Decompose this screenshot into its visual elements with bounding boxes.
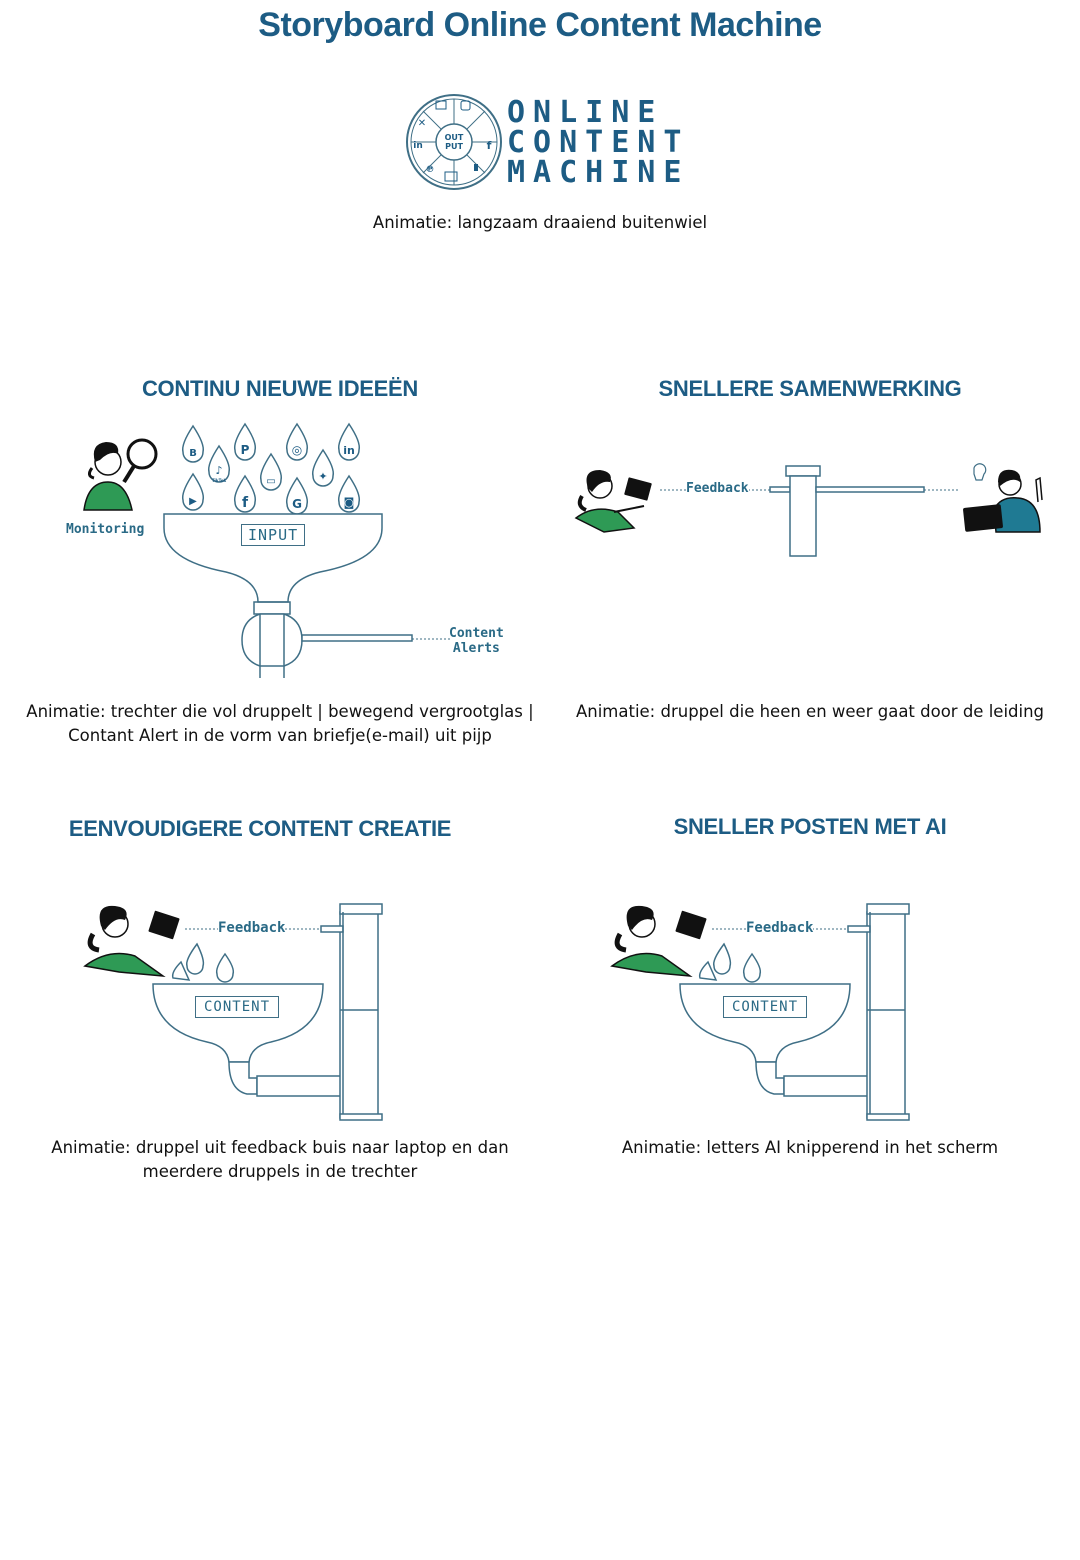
tiktok-icon: ♪	[215, 464, 222, 477]
magnifier-icon	[126, 438, 158, 470]
drop-pinterest	[233, 422, 257, 461]
x-icon: ✕	[418, 118, 426, 129]
drop-chat	[259, 452, 283, 491]
collab-feedback-label: Feedback	[686, 481, 749, 496]
drop-dribbble	[285, 422, 309, 461]
intro-caption: Animatie: langzaam draaiend buitenwiel	[372, 213, 708, 232]
facebook-icon: f	[487, 139, 492, 152]
facebook-icon: f	[242, 495, 249, 511]
twitter-icon: ✦	[318, 470, 327, 483]
content-alerts-line1: Content	[449, 626, 504, 641]
logo-center-top: OUT	[445, 133, 464, 142]
logo-line-machine: MACHINE	[507, 155, 690, 190]
logo-wheel: ✕ in ℗ f OUT PUT	[406, 94, 502, 190]
laptop-icon	[624, 477, 652, 501]
input-funnel	[163, 513, 450, 678]
pinterest-icon: ℗	[426, 165, 435, 175]
ai-machine	[610, 903, 910, 1121]
tablet-icon	[963, 504, 1003, 532]
ai-feedback-label: Feedback	[746, 920, 814, 936]
instagram-icon: ◙	[344, 496, 355, 509]
creation-content-label: CONTENT	[195, 996, 280, 1018]
linkedin-icon: in	[343, 444, 355, 457]
drop-facebook	[233, 474, 257, 513]
creation-feedback-label: Feedback	[218, 920, 286, 936]
google-icon: G	[292, 497, 302, 511]
collab-woman-illustration	[574, 470, 652, 533]
linkedin-icon: in	[413, 141, 423, 151]
ideas-caption-line2: Contant Alert in de vorm van briefje(e-m…	[68, 726, 492, 745]
drop-linkedin	[337, 422, 361, 461]
ideas-caption-line1: Animatie: trechter die vol druppelt | be…	[26, 702, 534, 721]
creation-caption: Animatie: druppel uit feedback buis naar…	[40, 1136, 520, 1184]
drop-instagram	[337, 474, 361, 513]
ai-content-label: CONTENT	[723, 996, 808, 1018]
drop-blogger	[181, 424, 205, 463]
collab-heading: SNELLERE SAMENWERKING	[658, 376, 962, 401]
collab-man-illustration	[963, 463, 1043, 533]
newsletter-icon	[435, 100, 447, 110]
logo-center-bottom: PUT	[445, 142, 463, 151]
chart-icon	[474, 164, 478, 171]
ideas-caption: Animatie: trechter die vol druppelt | be…	[20, 700, 540, 748]
monitoring-label: Monitoring	[66, 522, 145, 537]
laptop-icon	[675, 910, 707, 940]
logo-line-content: CONTENT	[507, 125, 690, 160]
ideas-heading: CONTINU NIEUWE IDEEËN	[141, 376, 419, 401]
drop-tiktok	[207, 444, 231, 483]
laptop-icon	[148, 910, 180, 940]
creation-heading: EENVOUDIGERE CONTENT CREATIE	[68, 816, 452, 841]
content-alerts-line2: Alerts	[452, 641, 500, 656]
collab-caption: Animatie: druppel die heen en weer gaat …	[575, 702, 1045, 721]
lightbulb-icon	[973, 463, 987, 481]
drop-twitter	[311, 448, 335, 487]
chat-icon: ▭	[266, 476, 275, 487]
logo-line-online: ONLINE	[507, 95, 664, 130]
social-drops: B P ◎ in ♪ TikTok ▭ ✦ ▶ f G ◙	[181, 422, 361, 515]
ai-heading: SNELLER POSTEN MET AI	[673, 814, 947, 839]
logo-icons: ✕ in ℗ f	[413, 100, 492, 182]
monitoring-person-illustration	[83, 438, 158, 511]
page-title: Storyboard Online Content Machine	[258, 6, 822, 44]
input-label: INPUT	[241, 524, 306, 546]
blogger-icon: B	[189, 448, 197, 459]
youtube-icon: ▶	[189, 496, 197, 507]
content-alerts-label: Content Alerts	[449, 626, 504, 656]
ai-caption: Animatie: letters AI knipperend in het s…	[621, 1138, 999, 1157]
web-icon	[444, 171, 458, 182]
instagram-icon	[460, 100, 471, 111]
dribbble-icon: ◎	[292, 443, 302, 457]
collab-pipe	[660, 465, 958, 557]
tiktok-label: TikTok	[212, 478, 227, 483]
drop-youtube	[181, 472, 205, 511]
creation-caption-line2: meerdere druppels in de trechter	[142, 1162, 418, 1181]
creation-caption-line1: Animatie: druppel uit feedback buis naar…	[51, 1138, 509, 1157]
pinterest-icon: P	[241, 443, 250, 457]
logo-wordmark: ONLINE CONTENT MACHINE	[507, 98, 689, 188]
